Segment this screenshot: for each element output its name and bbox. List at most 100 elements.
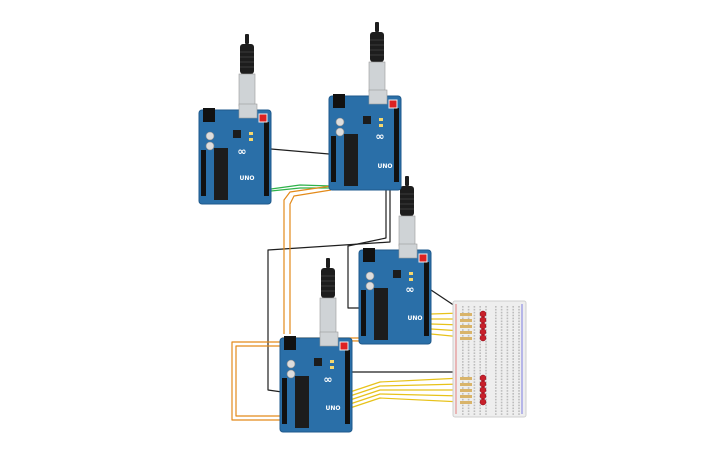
header-left [201,150,206,196]
breadboard-hole [485,340,487,343]
breadboard-hole [462,364,464,366]
breadboard-hole [495,337,497,340]
breadboard-hole [495,340,497,343]
breadboard-hole [512,326,514,328]
resistor [460,401,472,404]
breadboard-hole [512,337,514,340]
breadboard-hole [479,323,481,325]
breadboard-hole [473,384,476,386]
breadboard-hole [467,410,470,412]
board-3-logo: ∞ [405,283,414,296]
breadboard-hole [518,404,520,407]
breadboard-hole [518,352,520,354]
breadboard-hole [467,369,470,372]
breadboard-hole [462,355,464,357]
breadboard-hole [462,358,464,360]
breadboard-hole [479,306,481,308]
breadboard-hole [500,390,503,392]
breadboard-hole [479,349,481,352]
board-3-brand: UNO [408,315,423,322]
breadboard-hole [500,404,503,407]
board-led [409,272,413,275]
breadboard-hole [467,308,470,311]
breadboard-hole [495,393,497,395]
breadboard-hole [485,398,487,401]
breadboard-hole [518,372,520,375]
breadboard-body [452,300,527,418]
breadboard-hole [495,361,497,363]
wire [430,289,456,307]
breadboard-hole [467,358,470,360]
board-2-brand: UNO [378,163,393,170]
breadboard-hole [495,320,497,323]
breadboard-hole [500,372,503,375]
breadboard-hole [473,308,476,311]
wire [349,377,463,393]
breadboard-hole [462,340,464,343]
breadboard-hole [485,381,487,383]
resistor [460,389,472,392]
breadboard-hole [512,393,514,395]
resistor [460,313,472,316]
breadboard-hole [506,326,509,328]
breadboard-hole [495,375,497,378]
breadboard-hole [506,404,509,407]
breadboard-hole [518,381,520,383]
arduino-board-3[interactable]: ∞ UNO [358,243,432,345]
capacitor [365,271,375,281]
breadboard-hole [495,306,497,308]
breadboard-hole [467,346,470,349]
breadboard-hole [500,355,503,357]
breadboard-hole [518,407,520,410]
reset-button [339,341,349,351]
board-4-brand: UNO [326,405,341,412]
breadboard-hole [506,349,509,352]
capacitor [335,127,345,137]
breadboard-hole [473,326,476,328]
breadboard-hole [512,358,514,360]
breadboard-hole [506,314,509,317]
breadboard-hole [467,355,470,357]
led-icon [479,392,487,400]
breadboard-hole [467,413,470,415]
breadboard-hole [467,393,470,395]
usb-connector [238,73,256,107]
breadboard-hole [518,340,520,343]
breadboard-hole [518,393,520,395]
breadboard-hole [473,372,476,375]
usb-chip [233,130,241,138]
breadboard-hole [518,395,520,398]
breadboard-hole [506,361,509,363]
breadboard-hole [462,317,464,320]
breadboard-hole [500,343,503,346]
breadboard-hole [467,335,470,337]
breadboard-hole [512,404,514,407]
breadboard-hole [467,343,470,346]
breadboard-hole [462,352,464,354]
resistor [460,325,472,328]
arduino-board-2[interactable]: ∞ UNO [328,89,402,191]
breadboard-hole [495,352,497,354]
breadboard-hole [473,364,476,366]
breadboard-hole [467,407,470,410]
breadboard-hole [500,387,503,389]
breadboard-hole [473,314,476,317]
breadboard-hole [512,407,514,410]
led-icon [479,374,487,382]
breadboard[interactable] [452,300,527,418]
breadboard-hole [467,352,470,354]
breadboard-hole [467,323,470,325]
breadboard-hole [462,329,464,331]
breadboard-hole [518,311,520,314]
breadboard-hole [518,410,520,412]
usb-cable-icon [245,34,249,44]
capacitor [286,359,296,369]
breadboard-hole [479,372,481,375]
breadboard-hole [462,381,464,383]
breadboard-hole [500,311,503,314]
breadboard-hole [518,317,520,320]
arduino-board-4[interactable]: ∞ UNO [279,331,353,433]
breadboard-hole [462,349,464,352]
arduino-board-1[interactable]: ∞ UNO [198,103,272,205]
